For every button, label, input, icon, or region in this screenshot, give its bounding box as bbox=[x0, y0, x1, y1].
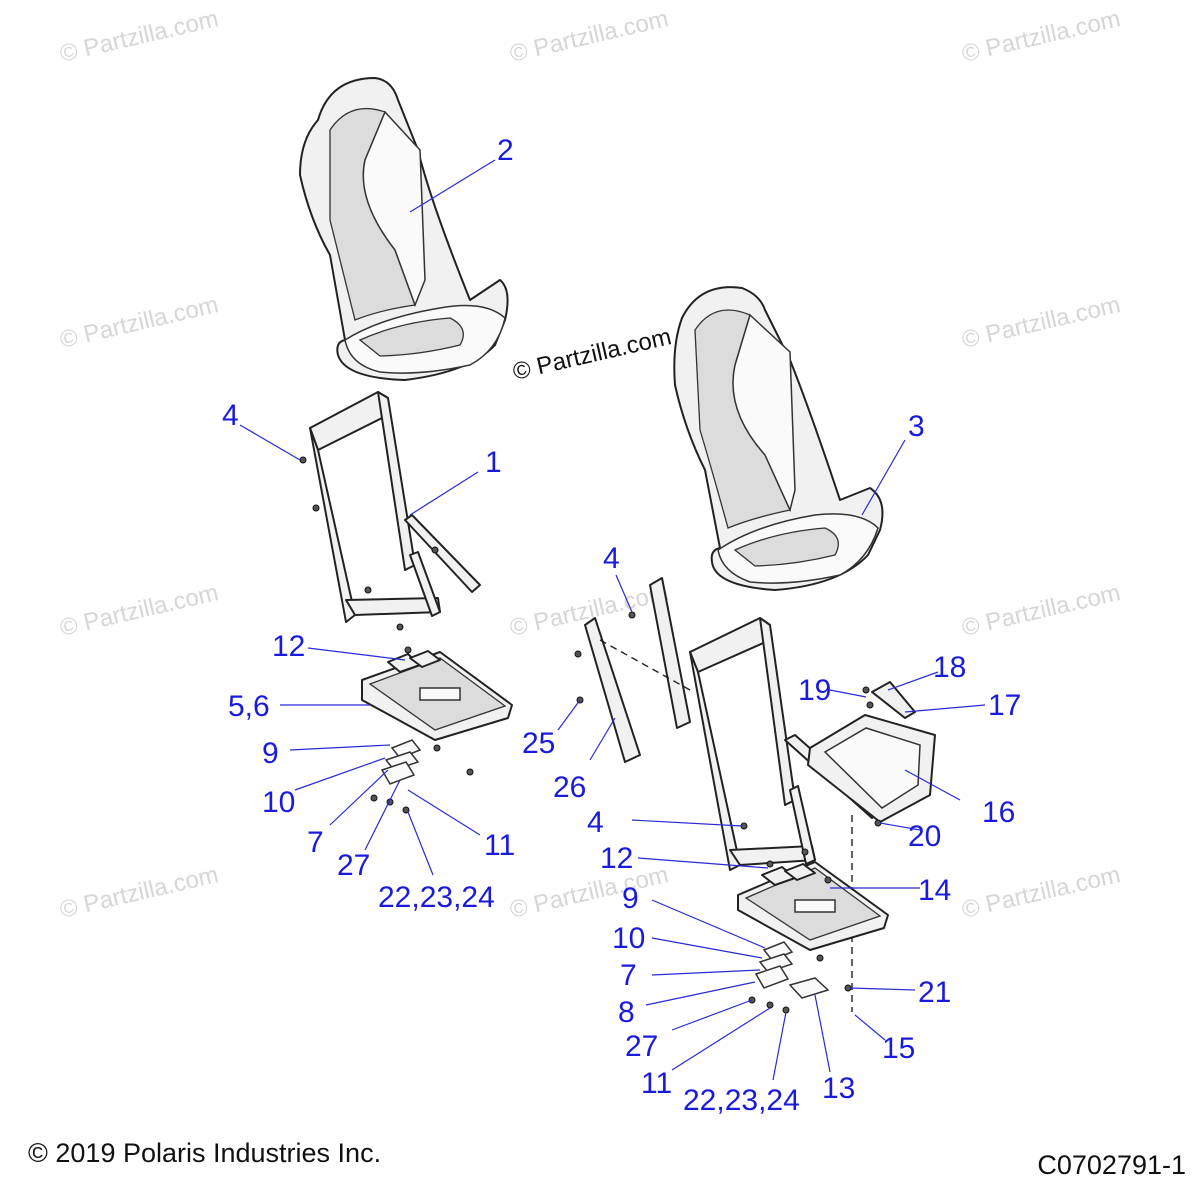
center-watermark: © Partzilla.com bbox=[510, 323, 674, 386]
callout-12: 12 bbox=[272, 630, 305, 663]
watermark-layer: © Partzilla.com © Partzilla.com © Partzi… bbox=[57, 5, 1123, 924]
callout-19: 19 bbox=[798, 674, 831, 707]
callout-1: 1 bbox=[485, 446, 502, 479]
copyright-notice: © 2019 Polaris Industries Inc. bbox=[28, 1138, 382, 1168]
callout-2: 2 bbox=[497, 134, 514, 167]
watermark: © Partzilla.com bbox=[959, 5, 1123, 68]
watermark: © Partzilla.com bbox=[959, 579, 1123, 642]
seat-right[interactable] bbox=[673, 286, 884, 591]
callout-11: 11 bbox=[484, 829, 515, 862]
callout-22-23-24: 22,23,24 bbox=[378, 881, 495, 914]
callout-3: 3 bbox=[908, 410, 925, 443]
watermark: © Partzilla.com bbox=[507, 861, 671, 924]
callout-8: 8 bbox=[618, 996, 635, 1029]
callout-9: 9 bbox=[262, 737, 279, 770]
watermark: © Partzilla.com bbox=[507, 5, 671, 68]
callout-27: 27 bbox=[625, 1030, 658, 1063]
seat-frame-left[interactable] bbox=[299, 391, 481, 631]
callout-17: 17 bbox=[988, 689, 1021, 722]
callout-4: 4 bbox=[222, 399, 239, 432]
watermark: © Partzilla.com bbox=[57, 579, 221, 642]
watermark: © Partzilla.com bbox=[959, 861, 1123, 924]
callout-11: 11 bbox=[641, 1067, 672, 1100]
callout-27: 27 bbox=[337, 849, 370, 882]
callout-4: 4 bbox=[603, 542, 620, 575]
callout-5-6: 5,6 bbox=[228, 690, 270, 723]
callout-14: 14 bbox=[918, 874, 951, 907]
callout-13: 13 bbox=[822, 1072, 855, 1105]
callout-16: 16 bbox=[982, 796, 1015, 829]
watermark: © Partzilla.com bbox=[57, 5, 221, 68]
callout-26: 26 bbox=[553, 771, 586, 804]
leader-lines bbox=[239, 159, 986, 1081]
callout-15: 15 bbox=[882, 1032, 915, 1065]
callout-10: 10 bbox=[612, 922, 645, 955]
callout-7: 7 bbox=[307, 826, 324, 859]
seat-slider-right[interactable] bbox=[737, 848, 889, 1014]
callout-20: 20 bbox=[908, 820, 941, 853]
callout-22-23-24: 22,23,24 bbox=[683, 1084, 800, 1117]
watermark: © Partzilla.com bbox=[959, 291, 1123, 354]
callout-18: 18 bbox=[933, 651, 966, 684]
callout-10: 10 bbox=[262, 786, 295, 819]
watermark: © Partzilla.com bbox=[57, 861, 221, 924]
callout-9: 9 bbox=[622, 882, 639, 915]
seat-slider-left[interactable] bbox=[361, 646, 513, 814]
seat-bracket[interactable] bbox=[807, 681, 936, 827]
callout-21: 21 bbox=[918, 976, 951, 1009]
callout-25: 25 bbox=[522, 727, 555, 760]
watermark: © Partzilla.com bbox=[57, 291, 221, 354]
seat-left[interactable] bbox=[299, 77, 509, 381]
figure-id: C0702791-1 bbox=[1037, 1150, 1186, 1180]
callout-7: 7 bbox=[620, 959, 637, 992]
callout-4: 4 bbox=[587, 806, 604, 839]
callout-12: 12 bbox=[600, 842, 633, 875]
callout-labels: 2 3 1 4 4 4 12 5,6 9 10 7 27 11 22,23,24… bbox=[222, 134, 1021, 1117]
